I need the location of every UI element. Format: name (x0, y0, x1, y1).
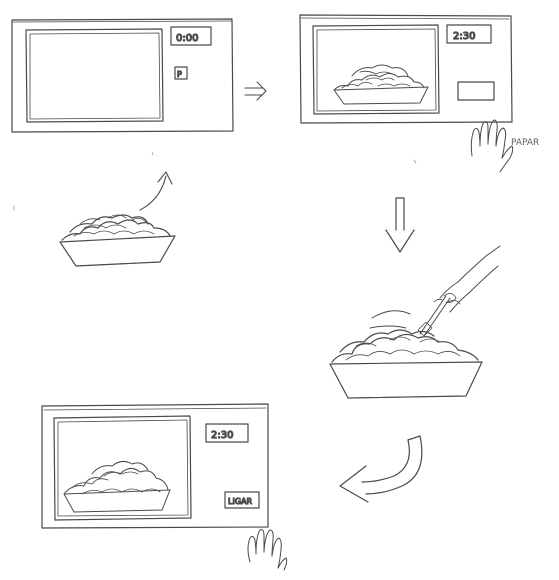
hand-press-icon (471, 120, 512, 172)
stray-marks (14, 152, 416, 210)
display-text: 0:00 (176, 33, 198, 44)
button-text: LIGAR (228, 497, 252, 506)
pasta-in-microwave (64, 461, 170, 512)
display-text: 2:30 (453, 31, 475, 42)
button-text: P (177, 70, 182, 79)
arrow-down (386, 198, 414, 252)
blank-button (458, 82, 494, 100)
microwave-ready: 2:30 LIGAR (42, 404, 268, 528)
start-button: P (175, 67, 187, 79)
arrow-curve-back (340, 436, 422, 502)
pasta-plate (60, 215, 175, 266)
arrow-curve-up (140, 172, 172, 210)
microwave-with-food: 2:30 (300, 15, 512, 123)
ligar-button: LIGAR (225, 492, 259, 508)
pasta-in-microwave (334, 65, 428, 104)
hand-press-icon (248, 530, 287, 570)
hand-caption: PAPAR (511, 138, 539, 148)
display-2-30: 2:30 (447, 25, 491, 43)
pasta-stir (330, 311, 482, 398)
display-2-30: 2:30 (206, 424, 248, 442)
microwave-empty: 0:00 P (12, 19, 233, 132)
display-text: 2:30 (211, 430, 233, 441)
fork-hand (418, 246, 500, 336)
display-0-00: 0:00 (171, 27, 211, 45)
arrow-right-1 (245, 82, 266, 100)
